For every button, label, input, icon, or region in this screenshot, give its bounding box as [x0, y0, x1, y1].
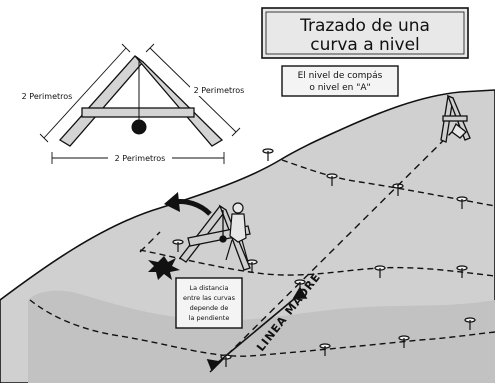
aframe-reference-diagram: [39, 43, 241, 164]
stake: [172, 239, 184, 252]
stake: [456, 196, 468, 209]
stake: [398, 335, 410, 348]
hillside: [0, 89, 495, 383]
aframe-crossbar: [81, 107, 195, 118]
contour-line-2: [139, 249, 495, 277]
worker-icon: [225, 202, 249, 263]
distant-aframe-icon: [440, 94, 471, 143]
stake: [456, 265, 468, 278]
note-line-2: entre las curvas: [183, 294, 236, 302]
title-line-1: Trazado de una: [299, 16, 430, 36]
contour-lines: [29, 159, 495, 357]
stake: [319, 343, 331, 356]
left-leg-label: 2 Perimetros: [22, 92, 73, 101]
note-line-3: depende de: [190, 304, 229, 312]
stake: [464, 317, 476, 330]
stake: [374, 265, 386, 278]
aframe-right-leg: [134, 55, 224, 147]
subtitle-line-2: o nivel en "A": [309, 83, 370, 93]
contour-line-3: [29, 299, 495, 357]
ground-marker-icon: [148, 256, 180, 280]
contour-line-1: [281, 159, 495, 207]
direction-arrow-icon: [164, 192, 212, 216]
plumb-bob: [131, 119, 147, 135]
title-box: Trazado de una curva a nivel: [261, 7, 469, 59]
subtitle-box: El nivel de compás o nivel en "A": [281, 65, 399, 97]
subtitle-line-1: El nivel de compás: [298, 71, 383, 81]
guide-line: [139, 117, 467, 373]
note-box: La distancia entre las curvas depende de…: [175, 277, 243, 329]
stake: [262, 148, 274, 161]
right-leg-label: 2 Perimetros: [194, 86, 245, 95]
lower-terrace: [28, 290, 495, 383]
note-line-1: La distancia: [189, 284, 228, 292]
base-label: 2 Perimetros: [115, 154, 166, 163]
title-line-2: curva a nivel: [310, 35, 420, 55]
stake: [326, 173, 338, 186]
note-line-4: la pendiente: [189, 314, 230, 322]
distance-arrow: [206, 286, 308, 372]
